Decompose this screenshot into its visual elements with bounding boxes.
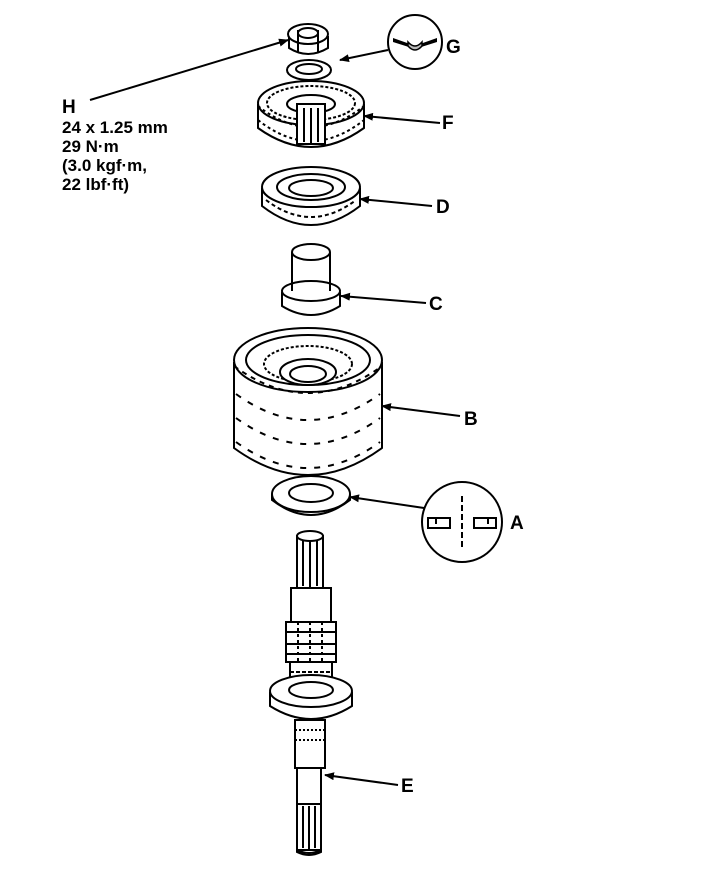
ball-bearing [261, 166, 361, 226]
leader-lines [89, 38, 461, 786]
spec-thread-size: 24 x 1.25 mm [62, 118, 168, 137]
spec-torque-lbfft: 22 lbf·ft) [62, 175, 130, 194]
detail-circle-a [421, 481, 503, 563]
callout-f: F [442, 113, 454, 134]
callout-h: H [62, 97, 76, 118]
thrust-washer [271, 475, 351, 516]
callout-e: E [401, 776, 414, 797]
clutch-drum [233, 327, 383, 476]
callout-a: A [510, 513, 524, 534]
torque-spec: H 24 x 1.25 mm 29 N·m (3.0 kgf·m, 22 lbf… [62, 98, 168, 194]
detail-circle-g [387, 14, 443, 70]
callout-d: D [436, 197, 450, 218]
gear [257, 80, 365, 148]
callout-b: B [464, 409, 478, 430]
locknut [287, 23, 329, 55]
spec-torque-kgfm: (3.0 kgf·m, [62, 156, 148, 175]
callout-g: G [446, 37, 461, 58]
collar-shaft [281, 243, 341, 316]
callout-c: C [429, 294, 443, 315]
mainshaft [269, 530, 353, 856]
conical-washer [286, 59, 332, 81]
spec-torque-nm: 29 N·m [62, 137, 119, 156]
